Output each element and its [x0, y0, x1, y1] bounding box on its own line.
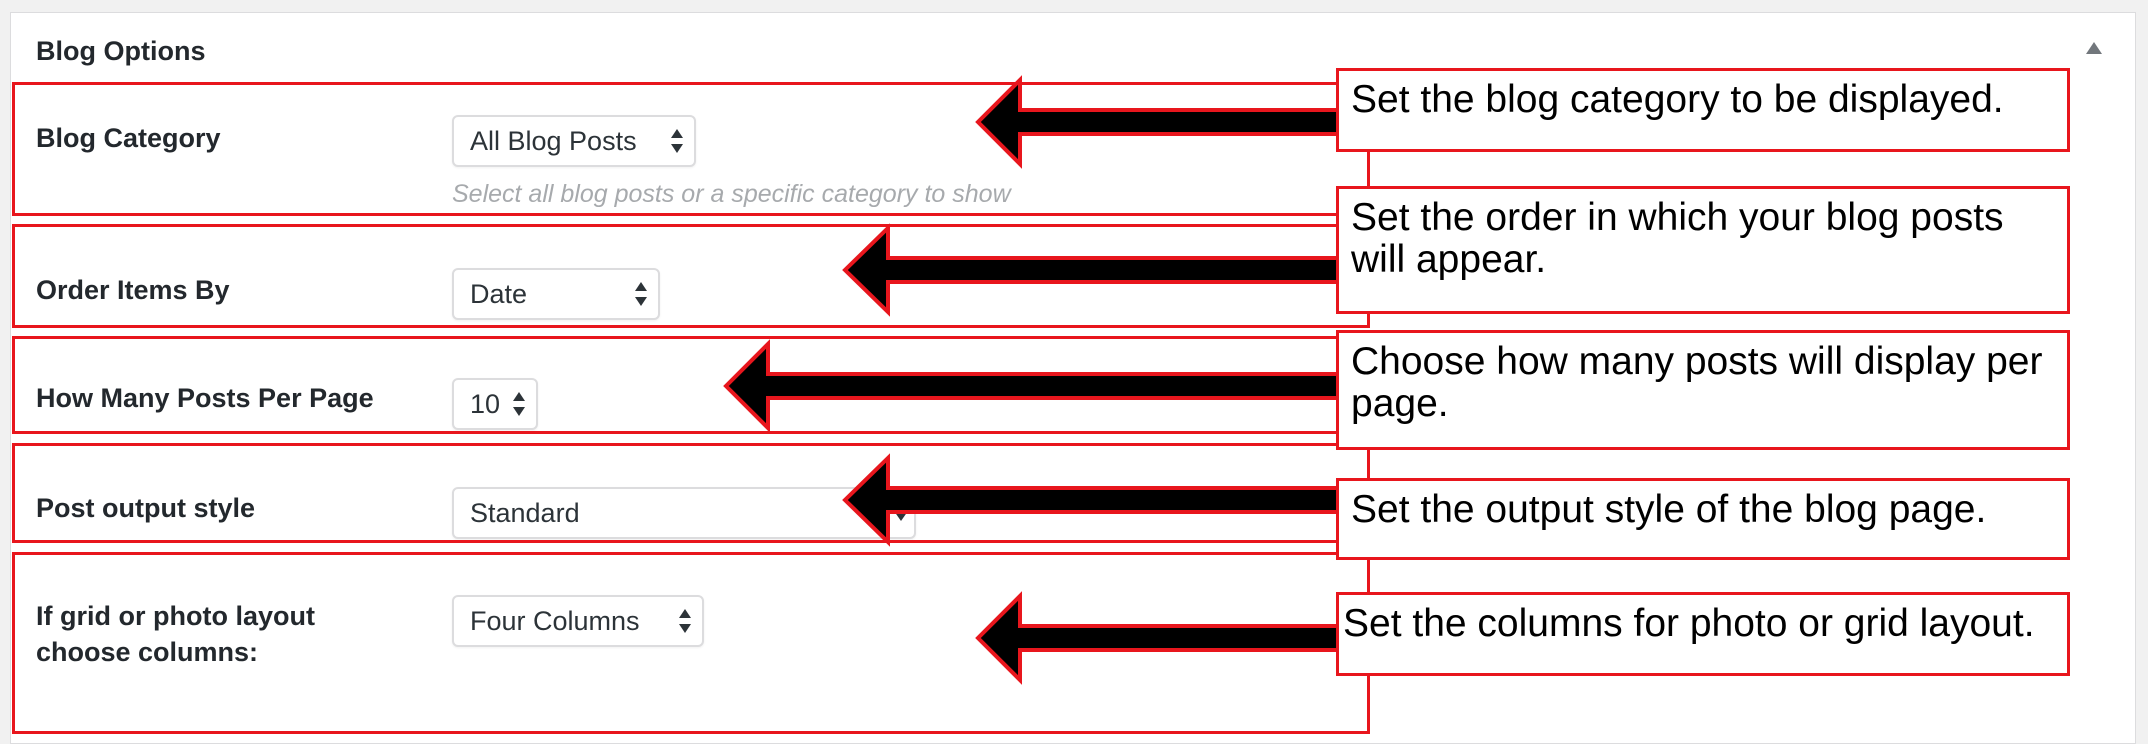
blog-category-select[interactable]: All Blog Posts — [452, 115, 696, 167]
callout-posts-per-page: Choose how many posts will display per p… — [1336, 330, 2070, 450]
select-arrows-icon — [512, 392, 526, 416]
triangle-up-icon[interactable] — [2086, 42, 2102, 54]
order-items-by-select[interactable]: Date — [452, 268, 660, 320]
select-arrows-icon — [670, 129, 684, 153]
posts-per-page-label: How Many Posts Per Page — [36, 383, 374, 413]
callout-grid-columns: Set the columns for photo or grid layout… — [1336, 592, 2070, 676]
arrow-to-posts-per-page — [723, 339, 1342, 433]
arrow-icon — [723, 75, 1342, 685]
callout-order-items: Set the order in which your blog posts w… — [1336, 186, 2070, 314]
panel-title: Blog Options — [36, 36, 206, 66]
arrow-to-order-items — [842, 223, 1342, 317]
blog-category-value: All Blog Posts — [470, 126, 637, 156]
arrow-to-blog-category — [975, 75, 1342, 169]
select-arrows-icon — [678, 609, 692, 633]
grid-columns-value: Four Columns — [470, 606, 640, 636]
post-output-style-value: Standard — [470, 498, 580, 528]
posts-per-page-value: 10 — [470, 389, 501, 419]
order-items-by-label: Order Items By — [36, 275, 230, 305]
posts-per-page-select[interactable]: 10 — [452, 378, 538, 430]
grid-columns-label: If grid or photo layout choose columns: — [36, 601, 315, 667]
post-output-style-label: Post output style — [36, 493, 256, 523]
callout-output-style: Set the output style of the blog page. — [1336, 478, 2070, 560]
callout-blog-category: Set the blog category to be displayed. — [1336, 68, 2070, 152]
arrow-to-grid-columns — [975, 591, 1342, 685]
blog-category-label: Blog Category — [36, 123, 221, 153]
blog-category-description: Select all blog posts or a specific cate… — [452, 180, 1011, 208]
select-arrows-icon — [634, 282, 648, 306]
grid-columns-select[interactable]: Four Columns — [452, 595, 704, 647]
chevron-down-icon — [894, 511, 908, 521]
post-output-style-select[interactable]: Standard — [452, 487, 916, 539]
arrow-to-output-style — [842, 453, 1342, 547]
order-items-by-value: Date — [470, 279, 528, 309]
